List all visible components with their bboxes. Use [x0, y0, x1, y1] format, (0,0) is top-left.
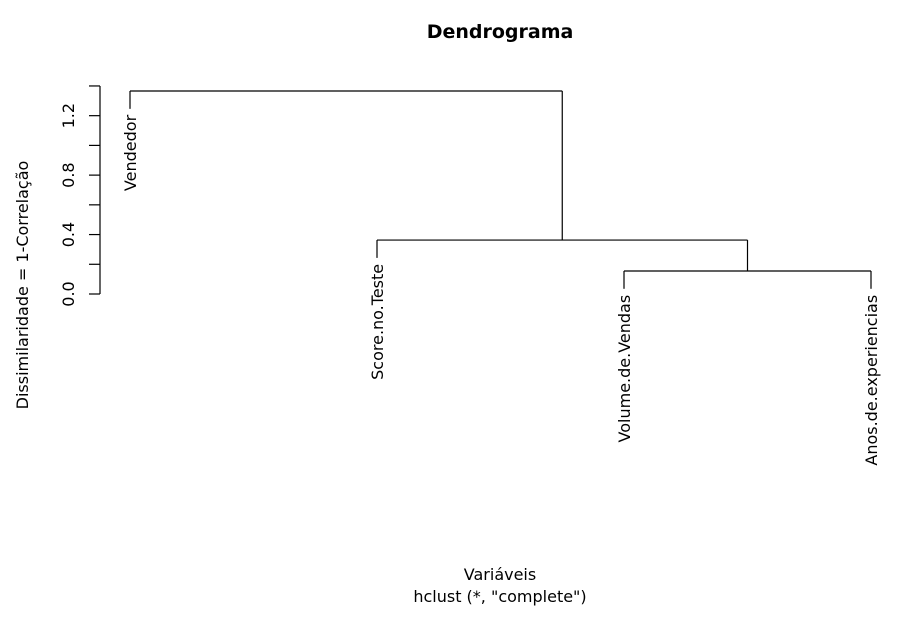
x-axis-label: Variáveis — [464, 565, 536, 584]
y-axis: 0.0 0.4 0.8 1.2 — [59, 85, 101, 307]
leaf-label: Anos.de.experiencias — [862, 295, 881, 466]
leaf-label: Score.no.Teste — [368, 264, 387, 380]
y-tick-label: 0.4 — [59, 222, 78, 247]
x-axis-sublabel: hclust (*, "complete") — [413, 587, 586, 606]
y-axis-label: Dissimilaridade = 1-Correlação — [13, 161, 32, 410]
leaf-label: Vendedor — [121, 114, 140, 191]
y-tick-label: 0.0 — [59, 281, 78, 306]
leaf-label: Volume.de.Vendas — [615, 295, 634, 443]
chart-title: Dendrograma — [427, 21, 574, 43]
y-tick-label: 0.8 — [59, 162, 78, 187]
dendrogram-tree — [129, 90, 872, 289]
y-tick-label: 1.2 — [59, 103, 78, 128]
